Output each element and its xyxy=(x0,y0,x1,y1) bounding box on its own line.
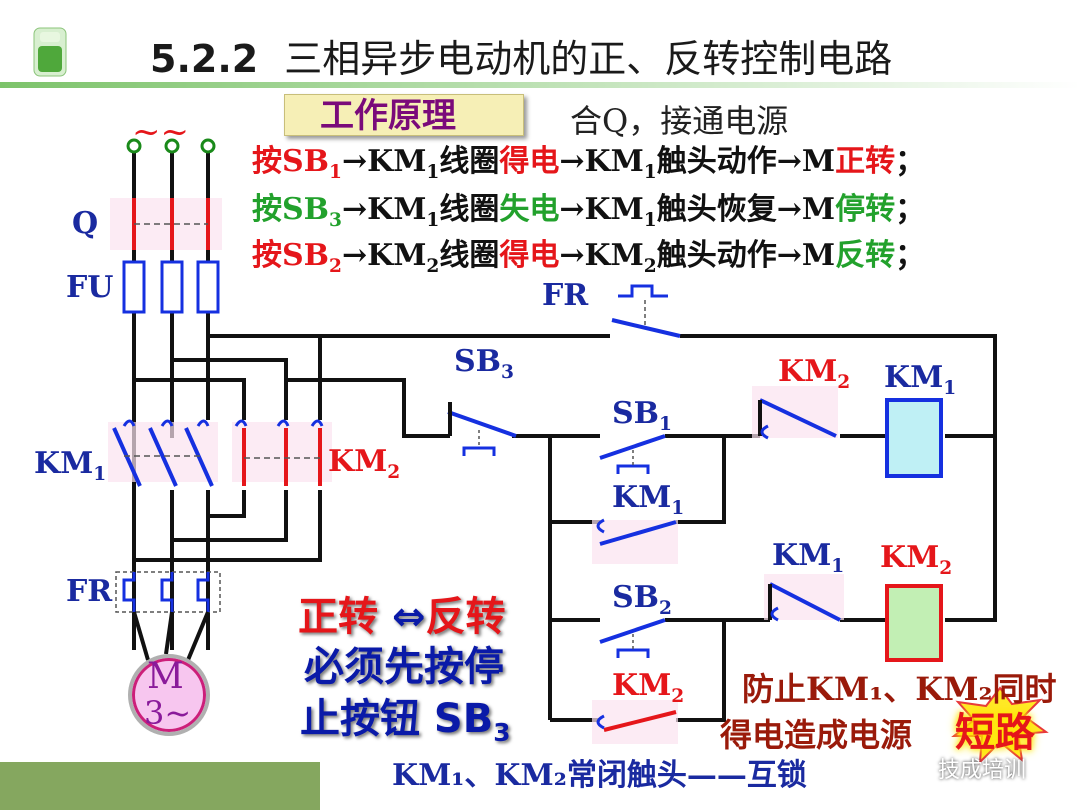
sb2-reverse-button xyxy=(599,618,666,658)
label-sb1: SB1 xyxy=(612,396,672,435)
sb3-stop-button xyxy=(447,402,517,456)
ac-supply-symbol: ~~ xyxy=(132,112,189,152)
motor-letter: M xyxy=(147,656,184,697)
note-line-1: 正转 ⇔反转 xyxy=(298,594,506,640)
step-stop: 按SB3→KM1线圈失电→KM1触头恢复→M停转； xyxy=(252,192,926,231)
label-sb3: SB3 xyxy=(454,344,514,383)
title-underline xyxy=(0,82,1080,88)
label-fu: FU xyxy=(66,270,114,305)
label-fr-main: FR xyxy=(66,574,113,609)
principle-box xyxy=(284,94,524,136)
km2-coil xyxy=(885,584,943,662)
principle-label: 工作原理 xyxy=(320,96,456,136)
km1-nc-interlock xyxy=(764,574,844,622)
km1-coil xyxy=(885,398,943,478)
watermark: 技成培训 xyxy=(938,758,1027,783)
supply-terminals xyxy=(126,138,216,154)
label-km2-hold: KM2 xyxy=(612,668,685,707)
km2-main-contacts xyxy=(232,419,332,486)
label-km2-coil: KM2 xyxy=(880,540,953,579)
motor-symbol xyxy=(128,654,210,736)
km1-hold-contact xyxy=(592,518,678,564)
note-line-3: 止按钮 SB3 xyxy=(300,696,511,747)
km2-nc-interlock xyxy=(752,386,838,440)
logo-icon xyxy=(30,24,70,80)
power-note: 合Q，接通电源 xyxy=(570,102,789,140)
label-km2-main: KM2 xyxy=(328,444,401,483)
label-km1-coil: KM1 xyxy=(884,360,957,399)
label-km1-hold: KM1 xyxy=(612,480,685,519)
label-km1-main: KM1 xyxy=(34,446,107,485)
interlock-note-line-1: 防止KM₁、KM₂同时 xyxy=(742,670,1057,708)
grass-decoration xyxy=(0,762,320,810)
motor-phase: 3~ xyxy=(144,694,192,732)
km2-hold-contact xyxy=(592,700,678,744)
wires xyxy=(132,148,997,722)
starburst-icon xyxy=(951,686,1049,765)
short-circuit-word: 短路 xyxy=(955,709,1035,756)
label-sb2: SB2 xyxy=(612,580,672,619)
fr-nc-contact xyxy=(611,284,681,338)
label-km2-nc: KM2 xyxy=(778,354,851,393)
interlock-caption: KM₁、KM₂常闭触头——互锁 xyxy=(392,758,807,793)
label-fr-control: FR xyxy=(542,278,589,313)
step-reverse: 按SB2→KM2线圈得电→KM2触头动作→M反转； xyxy=(252,238,926,277)
label-q: Q xyxy=(72,206,99,241)
interlock-note-line-2: 得电造成电源 xyxy=(720,716,913,754)
note-line-2: 必须先按停 xyxy=(304,644,504,690)
fr-thermal-elements xyxy=(115,571,221,613)
step-forward: 按SB1→KM1线圈得电→KM1触头动作→M正转； xyxy=(252,144,926,183)
km1-main-contacts xyxy=(108,419,218,487)
label-km1-nc: KM1 xyxy=(772,538,845,577)
sb1-forward-button xyxy=(599,434,666,474)
fuses xyxy=(122,260,220,314)
switch-q xyxy=(110,198,222,250)
motor-leads xyxy=(132,611,210,661)
